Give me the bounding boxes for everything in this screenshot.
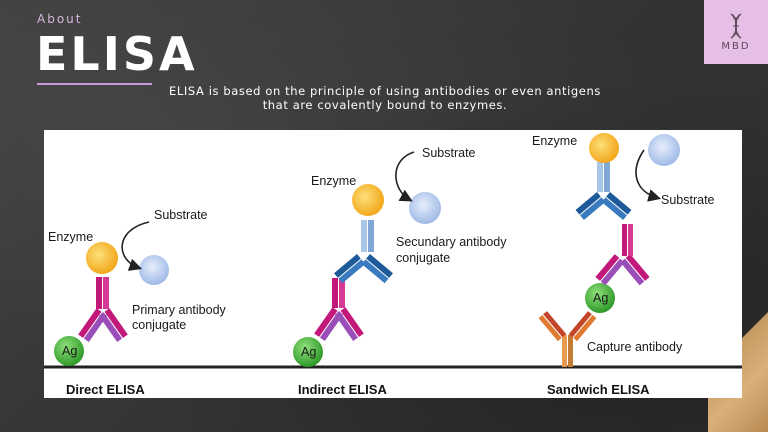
reaction-arrow [395,151,415,202]
secondary-antibody-label-2: conjugate [396,251,450,265]
sandwich-elisa-group: Enzyme Substrate Ag Capture antibody San… [532,133,715,397]
antigen-circle [585,283,615,313]
reaction-arrow [121,221,150,271]
secondary-antibody-stem [368,220,374,252]
secondary-antibody-stem [604,162,610,192]
antibody-arm-left [78,308,108,342]
title-underline [37,83,152,85]
direct-elisa-group: Enzyme Substrate Ag Primary antibody con… [48,208,227,397]
antibody-arm-right [98,308,128,342]
enzyme-label: Enzyme [532,134,577,148]
secondary-antibody-arm-left [334,254,366,284]
antigen-circle [54,336,84,366]
antigen-label: Ag [593,291,608,305]
substrate-label: Substrate [661,193,715,207]
sandwich-elisa-caption: Sandwich ELISA [547,382,650,397]
logo-text: MBD [721,40,751,52]
antigen-label: Ag [62,344,77,358]
indirect-elisa-caption: Indirect ELISA [298,382,387,397]
antibody-stem [622,224,627,256]
antibody-stem [332,278,338,308]
secondary-antibody-stem [361,220,367,252]
antibody-stem [339,278,345,308]
secondary-antibody-arm-right [601,192,632,220]
antigen-label: Ag [301,345,316,359]
substrate-label: Substrate [154,208,208,222]
secondary-antibody-arm-left [575,192,606,220]
page-description: ELISA is based on the principle of using… [130,84,640,112]
secondary-antibody-arm-right [361,254,393,284]
substrate-blob [139,255,169,285]
indirect-elisa-group: Enzyme Substrate Ag Secundary antibody c… [293,146,507,397]
reaction-arrow [635,149,662,202]
antibody-arm-left [595,254,625,286]
substrate-label: Substrate [422,146,476,160]
substrate-blob [648,134,680,166]
secondary-antibody-stem [597,162,603,192]
capture-antibody-label: Capture antibody [587,340,683,354]
capture-antibody-arm-left [538,311,567,342]
antibody-stem [628,224,633,256]
description-line-1: ELISA is based on the principle of using… [169,84,601,98]
capture-antibody-arm-right [568,311,597,342]
dna-icon [730,12,742,39]
section-kicker: About [37,12,83,26]
enzyme-circle [352,184,384,216]
direct-elisa-caption: Direct ELISA [66,382,145,397]
capture-antibody-stem [568,335,573,367]
antigen-circle [293,337,323,367]
capture-antibody-stem [562,335,567,367]
enzyme-label: Enzyme [48,230,93,244]
primary-antibody-label-1: Primary antibody [132,303,227,317]
elisa-diagram-panel: Enzyme Substrate Ag Primary antibody con… [44,130,742,398]
enzyme-label: Enzyme [311,174,356,188]
brand-logo: MBD [704,0,768,64]
primary-antibody-label-2: conjugate [132,318,186,332]
substrate-blob [409,192,441,224]
antibody-stem [96,277,102,309]
enzyme-circle [86,242,118,274]
enzyme-circle [589,133,619,163]
antibody-arm-right [334,307,364,341]
description-line-2: that are covalently bound to enzymes. [262,98,508,112]
elisa-diagram: Enzyme Substrate Ag Primary antibody con… [44,133,742,397]
antibody-stem [103,277,109,309]
antibody-arm-left [314,307,344,341]
page-title: ELISA [36,27,198,81]
secondary-antibody-label-1: Secundary antibody [396,235,507,249]
antibody-arm-right [620,254,650,286]
